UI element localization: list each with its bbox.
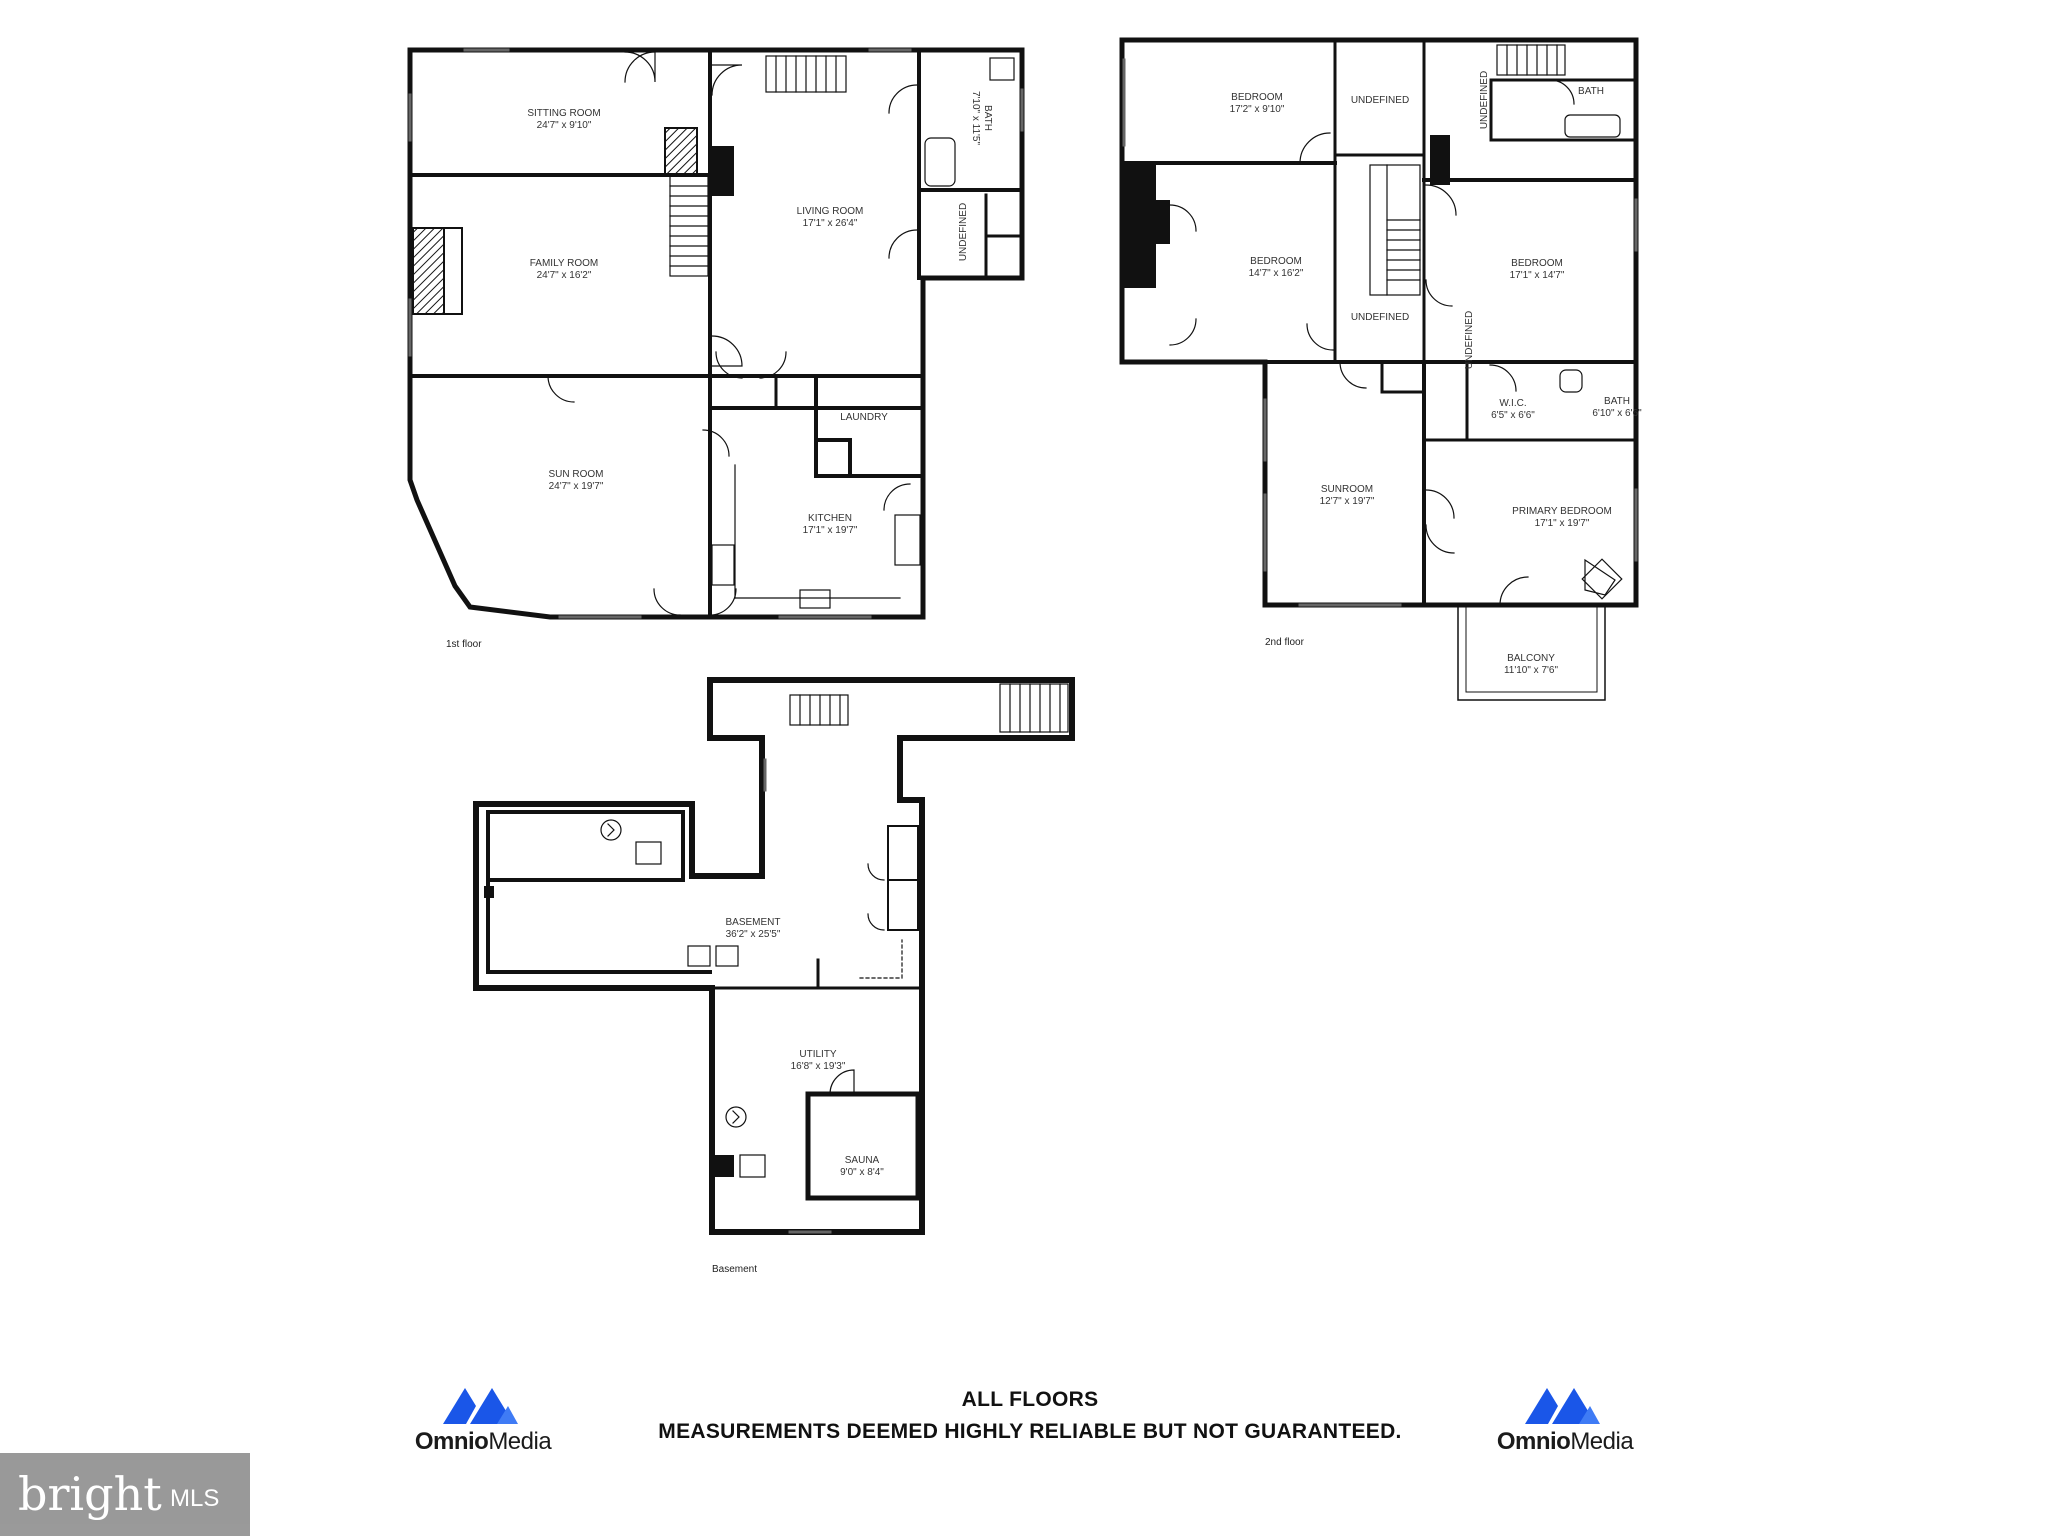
- water-heater-icon: [600, 819, 747, 1128]
- room-dimensions: 11'10" x 7'6": [1504, 665, 1559, 676]
- sauna-walls: [805, 1091, 921, 1201]
- brand-thin: Media: [1570, 1428, 1634, 1455]
- footer-disclaimer: MEASUREMENTS DEEMED HIGHLY RELIABLE BUT …: [658, 1420, 1402, 1443]
- room-name: UNDEFINED: [1351, 95, 1409, 106]
- room-label-second: UNDEFINED: [1479, 71, 1490, 129]
- room-dimensions: 17'2" x 9'10": [1230, 104, 1285, 115]
- brand-bold: Omnio: [414, 1428, 489, 1455]
- room-name: BEDROOM: [1250, 256, 1302, 267]
- room-label-first: UNDEFINED: [958, 203, 969, 261]
- brand-bold: Omnio: [1496, 1428, 1571, 1455]
- first-floor-plan: [407, 47, 1025, 620]
- omnio-media-logo-right: OmnioMedia: [1480, 1382, 1650, 1462]
- room-name: KITCHEN: [808, 513, 852, 524]
- room-name: BATH: [982, 105, 993, 131]
- room-name: UTILITY: [799, 1049, 837, 1060]
- room-name: SUN ROOM: [549, 469, 604, 480]
- first-floor-outer-wall: [407, 47, 1025, 620]
- room-name: W.I.C.: [1499, 398, 1526, 409]
- watermark-suffix: MLS: [170, 1485, 220, 1512]
- room-name: SAUNA: [845, 1155, 880, 1166]
- room-name: LIVING ROOM: [797, 206, 864, 217]
- balcony-outline: [1457, 604, 1606, 701]
- caption-basement: Basement: [712, 1264, 757, 1275]
- basement-outer-wall: [473, 677, 1075, 1235]
- room-name: UNDEFINED: [1479, 71, 1490, 129]
- footer-title: ALL FLOORS: [961, 1388, 1099, 1411]
- room-label-second: W.I.C.6'5" x 6'6": [1491, 398, 1535, 421]
- omnio-media-logo-left: OmnioMedia: [398, 1382, 568, 1462]
- room-name: BALCONY: [1507, 653, 1555, 664]
- room-label-second: BATH: [1578, 86, 1604, 97]
- room-name: UNDEFINED: [1464, 311, 1475, 369]
- room-name: SITTING ROOM: [527, 108, 600, 119]
- room-dimensions: 14'7" x 16'2": [1249, 268, 1304, 279]
- room-name: FAMILY ROOM: [530, 258, 599, 269]
- room-label-second: UNDEFINED: [1351, 95, 1409, 106]
- room-name: UNDEFINED: [1351, 312, 1409, 323]
- bright-mls-watermark-icon: bright MLS: [0, 1453, 250, 1536]
- caption-second-floor: 2nd floor: [1265, 637, 1305, 648]
- watermark-word: bright: [18, 1467, 162, 1521]
- room-name: BEDROOM: [1231, 92, 1283, 103]
- room-dimensions: 24'7" x 16'2": [537, 270, 592, 281]
- brand-thin: Media: [488, 1428, 552, 1455]
- omnio-logo-icon: [443, 1388, 518, 1424]
- room-name: PRIMARY BEDROOM: [1512, 506, 1612, 517]
- room-name: SUNROOM: [1321, 484, 1373, 495]
- room-name: BEDROOM: [1511, 258, 1563, 269]
- room-dimensions: 17'1" x 26'4": [803, 218, 858, 229]
- room-label-second: UNDEFINED: [1464, 311, 1475, 369]
- room-dimensions: 24'7" x 19'7": [549, 481, 604, 492]
- room-dimensions: 6'5" x 6'6": [1491, 410, 1535, 421]
- room-name: BATH: [1604, 396, 1630, 407]
- room-label-second: UNDEFINED: [1351, 312, 1409, 323]
- omnio-logo-icon: [1525, 1388, 1600, 1424]
- room-name: UNDEFINED: [958, 203, 969, 261]
- room-dimensions: 7'10" x 11'5": [970, 91, 981, 146]
- room-dimensions: 17'1" x 14'7": [1510, 270, 1565, 281]
- basement-plan: [473, 677, 1075, 1235]
- room-dimensions: 16'8" x 19'3": [791, 1061, 846, 1072]
- room-dimensions: 36'2" x 25'5": [726, 929, 781, 940]
- room-dimensions: 9'0" x 8'4": [840, 1167, 884, 1178]
- room-name: BATH: [1578, 86, 1604, 97]
- second-floor-plan: [1119, 37, 1639, 701]
- caption-first-floor: 1st floor: [446, 639, 482, 650]
- room-dimensions: 12'7" x 19'7": [1320, 496, 1375, 507]
- room-dimensions: 17'1" x 19'7": [803, 525, 858, 536]
- room-name: LAUNDRY: [840, 412, 888, 423]
- room-dimensions: 6'10" x 6'6": [1592, 408, 1642, 419]
- stairs-icon: [765, 55, 847, 93]
- room-label-first: LAUNDRY: [840, 412, 888, 423]
- room-dimensions: 17'1" x 19'7": [1535, 518, 1590, 529]
- room-dimensions: 24'7" x 9'10": [537, 120, 592, 131]
- room-name: BASEMENT: [725, 917, 780, 928]
